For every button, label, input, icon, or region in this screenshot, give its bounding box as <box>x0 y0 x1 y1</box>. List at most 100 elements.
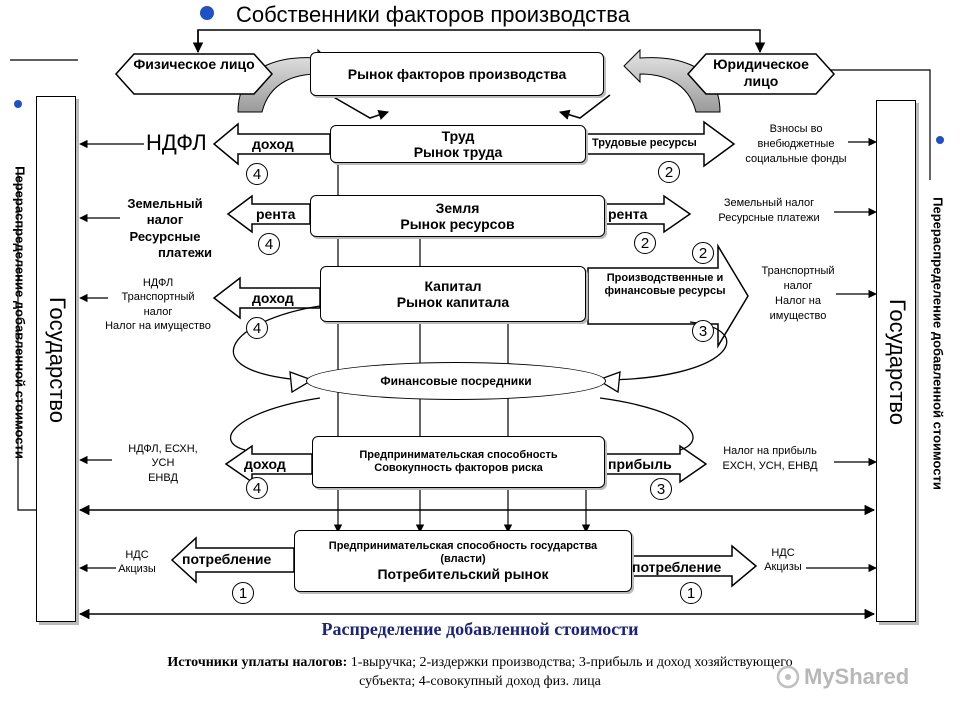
num-left-labor: 4 <box>246 163 268 185</box>
label-rent-right: рента <box>608 206 648 222</box>
watermark: MyShared <box>776 664 909 690</box>
cons-line2: (власти) <box>440 552 486 565</box>
tax-ent-right-2: ЕХСН, УСН, ЕНВД <box>722 459 818 472</box>
tax-ent-right: Налог на прибыль ЕХСН, УСН, ЕНВД <box>700 444 840 474</box>
num-left-capital: 4 <box>246 317 268 339</box>
tax-capital-right-3: Налог на <box>775 294 821 307</box>
num-left-cons: 1 <box>232 582 254 604</box>
tax-cons-left-1: НДС <box>125 549 149 561</box>
tax-ent-left-3: ЕНВД <box>148 471 178 484</box>
arrow-consumption-right <box>631 544 758 588</box>
label-income-ent: доход <box>244 456 286 472</box>
land-line1: Земля <box>435 199 480 216</box>
tax-labor-right-2: внебюджетные <box>757 137 835 150</box>
tax-capital-left-4: Налог на имущество <box>105 319 211 332</box>
tax-capital-right-4: имущество <box>769 309 827 322</box>
cons-line1: Предпринимательская способность государс… <box>328 540 598 553</box>
tax-capital-left-2: Транспортный <box>121 291 195 304</box>
watermark-logo-icon <box>776 665 800 689</box>
state-left: Государство <box>36 96 76 622</box>
tax-sources-label: Источники уплаты налогов: <box>167 655 348 670</box>
labor-line1: Труд <box>441 127 475 144</box>
ent-line1: Предпринимательская способность <box>359 449 558 462</box>
tax-capital-left-1: НДФЛ <box>142 277 174 289</box>
tax-capital-left-3: налог <box>143 305 173 318</box>
title-bullet <box>200 6 214 20</box>
tax-ent-left-1: НДФЛ, ЕСХН, <box>128 443 198 455</box>
num-right-labor: 2 <box>658 161 680 183</box>
tax-labor-right-1: Взносы во <box>769 123 823 135</box>
left-bullet <box>14 100 22 108</box>
legal-entity-shape <box>686 53 836 95</box>
tax-ent-left: НДФЛ, ЕСХН, УСН ЕНВД <box>108 442 218 485</box>
num-right-capital-top: 2 <box>692 242 714 264</box>
entrepreneurship-box: Предпринимательская способность Совокупн… <box>312 436 605 488</box>
tax-capital-right-2: налог <box>783 279 813 292</box>
tax-labor-right: Взносы во внебюджетные социальные фонды <box>736 122 856 167</box>
capital-line2: Рынок капитала <box>396 294 510 310</box>
tax-capital-right: Транспортный налог Налог на имущество <box>748 264 848 323</box>
tax-capital-left: НДФЛ Транспортный налог Налог на имущест… <box>88 276 228 333</box>
tax-land-right-1: Земельный налог <box>723 197 815 209</box>
tax-cons-right-1: НДС <box>771 547 795 559</box>
arrow-rent-right <box>604 194 692 234</box>
arrow-consumption-left <box>170 536 295 584</box>
right-bullet <box>936 136 944 144</box>
tax-labor-right-3: социальные фонды <box>745 152 847 165</box>
redistribution-left: Перераспределение добавленной стоимости <box>12 166 28 459</box>
land-line2: Рынок ресурсов <box>400 216 515 232</box>
tax-land-left-2: налог <box>146 212 184 228</box>
tax-ent-left-2: УСН <box>151 457 175 470</box>
capital-line1: Капитал <box>424 277 482 294</box>
tax-land-left-3: Ресурсные <box>129 228 201 244</box>
tax-cons-left: НДС Акцизы <box>112 548 162 577</box>
label-labor-resources: Трудовые ресурсы <box>592 137 697 149</box>
num-left-land: 4 <box>258 233 280 255</box>
tax-land-left-1: Земельный <box>127 196 203 211</box>
owners-bracket <box>197 29 766 54</box>
tax-land-left: Земельный налог Ресурсные платежи <box>110 196 220 261</box>
factor-market-box: Рынок факторов производства <box>310 52 604 96</box>
redistribution-right: Перераспределение добавленной стоимости <box>930 197 946 490</box>
legal-entity: Юридическое лицо <box>713 56 809 89</box>
tax-land-left-4: платежи <box>158 244 212 260</box>
num-left-ent: 4 <box>246 477 268 499</box>
state-right: Государство <box>876 100 916 622</box>
tax-sources-line2: субъекта; 4-совокупный доход физ. лица <box>359 673 601 689</box>
num-right-land: 2 <box>634 232 656 254</box>
watermark-text: MyShared <box>804 664 910 689</box>
num-right-cons: 1 <box>680 582 702 604</box>
tax-cons-right-2: Акцизы <box>764 561 802 574</box>
state-left-label: Государство <box>45 296 70 423</box>
arrow-rent-left <box>226 194 311 234</box>
arrow-labor-resources <box>585 120 736 168</box>
arrow-profit <box>604 444 708 484</box>
labor-line2: Рынок труда <box>413 144 503 160</box>
tax-sources: Источники уплаты налогов: 1-выручка; 2-и… <box>30 654 930 692</box>
cons-line3: Потребительский рынок <box>377 565 549 582</box>
tax-capital-right-1: Транспортный <box>761 265 835 277</box>
distribution-label: Распределение добавленной стоимости <box>321 619 639 639</box>
label-profit: прибыль <box>608 456 672 472</box>
ent-line2: Совокупность факторов риска <box>374 462 543 474</box>
physical-person-shape <box>114 53 274 95</box>
label-prod-fin: Производственные и финансовые ресурсы <box>604 272 726 298</box>
state-right-label: Государство <box>885 298 910 425</box>
labor-market-box: Труд Рынок труда <box>330 125 586 163</box>
tax-sources-text: 1-выручка; 2-издержки производства; 3-пр… <box>347 655 793 670</box>
arrow-income-labor <box>212 122 331 166</box>
tax-cons-right: НДС Акцизы <box>758 546 808 575</box>
tax-ent-right-1: Налог на прибыль <box>723 445 817 457</box>
label-rent-left: рента <box>256 206 296 222</box>
tax-land-right: Земельный налог Ресурсные платежи <box>694 196 844 226</box>
tax-cons-left-2: Акцизы <box>118 563 156 576</box>
num-right-capital: 3 <box>692 320 714 342</box>
tax-ndfl: НДФЛ <box>146 130 207 155</box>
label-consumption-right: потребление <box>632 559 722 575</box>
physical-person: Физическое лицо <box>133 56 255 72</box>
label-income-labor: доход <box>252 136 294 152</box>
tax-land-right-2: Ресурсные платежи <box>718 211 820 224</box>
num-right-ent: 3 <box>650 478 672 500</box>
